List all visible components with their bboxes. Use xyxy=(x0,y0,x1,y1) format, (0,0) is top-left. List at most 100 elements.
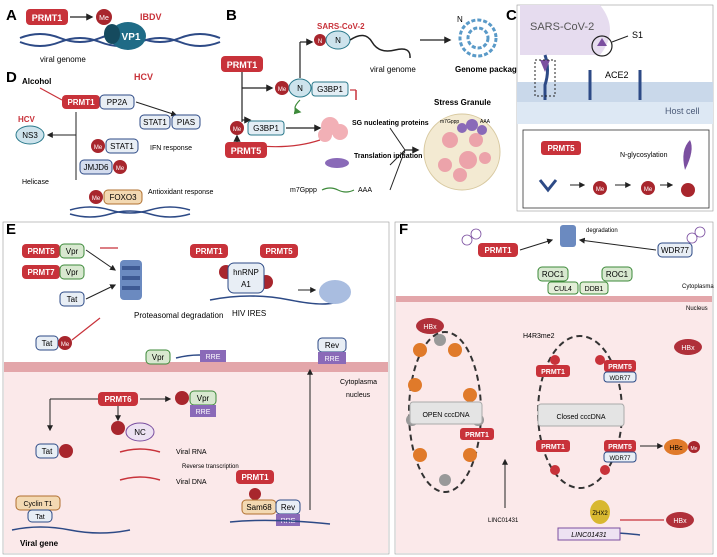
cyclin-label: Cyclin T1 xyxy=(23,501,52,508)
hnrnp-label: hnRNP xyxy=(233,268,259,277)
rre-label: RRE xyxy=(325,356,340,363)
open-cccdna: OPEN cccDNA xyxy=(406,331,484,493)
reverse-label: Reverse transcription xyxy=(182,464,239,470)
prmt1-label: PRMT1 xyxy=(32,13,63,23)
n-glyco-label: N-glycosylation xyxy=(620,152,668,159)
hcv-left-label: HCV xyxy=(18,115,36,124)
h4r-label: H4R3me2 xyxy=(523,333,555,340)
proteasomal-label: Proteasomal degradation xyxy=(134,311,223,320)
panel-b: B SARS-CoV-2 N N viral genome N Genome p… xyxy=(221,7,529,194)
nc-label: NC xyxy=(134,428,146,437)
antioxidant-label: Antioxidant response xyxy=(148,189,213,196)
me-badge: Me xyxy=(233,127,242,133)
vp1-label: VP1 xyxy=(122,32,141,43)
roc1-label: ROC1 xyxy=(542,270,565,279)
n-label: N xyxy=(457,15,463,24)
prmt1-label: PRMT1 xyxy=(227,60,258,70)
wdr77-label: WDR77 xyxy=(661,246,690,255)
me-badge: Me xyxy=(644,187,653,193)
vpr-label: Vpr xyxy=(66,268,79,277)
tat-label: Tat xyxy=(42,339,53,348)
panel-letter: F xyxy=(399,221,408,238)
open-cccdna-label: OPEN cccDNA xyxy=(422,412,469,419)
hbx-label: HBx xyxy=(673,518,687,525)
me-badge: Me xyxy=(691,446,698,452)
zhx2-label: ZHX2 xyxy=(592,511,608,517)
viral-dna-label: Viral DNA xyxy=(176,479,207,486)
genome-packaging-label: Genome packaging xyxy=(455,65,529,74)
vp1-protein xyxy=(110,22,146,50)
tat-label: Tat xyxy=(35,514,44,521)
pias-label: PIAS xyxy=(177,118,195,127)
cul4-label: CUL4 xyxy=(554,286,572,293)
m7g-label: m7Gppp xyxy=(290,187,317,194)
panel-letter: D xyxy=(6,69,17,86)
prmt1-label: PRMT1 xyxy=(541,369,565,376)
prmt5-label: PRMT5 xyxy=(265,247,293,256)
hbc-label: HBc xyxy=(669,445,683,452)
virion xyxy=(520,5,610,55)
nucleus-label: nucleus xyxy=(346,392,371,399)
vpr-label: Vpr xyxy=(197,394,210,403)
sg-m7g: m7Gppp xyxy=(440,119,459,125)
linc-gene-label: LINC01431 xyxy=(571,532,607,539)
prmt1-label: PRMT1 xyxy=(241,473,269,482)
nucleus-label: Nucleus xyxy=(686,306,708,312)
vpr-label: Vpr xyxy=(66,247,79,256)
sars-label: SARS-CoV-2 xyxy=(530,21,594,33)
prmt1-label: PRMT1 xyxy=(484,246,512,255)
g3bp1-label: G3BP1 xyxy=(317,85,343,94)
sam68-label: Sam68 xyxy=(246,503,272,512)
jmjd6-label: JMJD6 xyxy=(84,163,109,172)
methyl-badge xyxy=(96,9,112,25)
nucleus-region xyxy=(396,302,712,553)
vpr-label: Vpr xyxy=(152,353,165,362)
ibdv-label: IBDV xyxy=(140,12,162,22)
stress-granule-title: Stress Granule xyxy=(434,98,491,107)
panel-letter: A xyxy=(6,7,17,24)
me-badge: Me xyxy=(278,87,287,93)
tat-label: Tat xyxy=(42,447,53,456)
prmt1-label: PRMT1 xyxy=(67,98,95,107)
panel-f: F degradation PRMT1 WDR77 ROC1 ROC1 CUL4… xyxy=(394,221,714,555)
stat1-label: STAT1 xyxy=(143,118,167,127)
closed-cccdna: Closed cccDNA xyxy=(537,335,625,489)
translation-factor-icon xyxy=(325,158,349,168)
panel-letter: B xyxy=(226,7,237,24)
aaa-label: AAA xyxy=(358,187,372,194)
alcohol-label: Alcohol xyxy=(22,77,51,86)
proteasome xyxy=(120,260,142,300)
translation-factors-label: Translation initiation factors xyxy=(354,153,448,160)
panel-letter: C xyxy=(506,7,517,24)
prmt1-box xyxy=(26,9,68,25)
hbx-label: HBx xyxy=(423,324,437,331)
panel-c: C SARS-CoV-2 S1 ACE2 Host cell PRMT5 N-g… xyxy=(506,4,714,212)
me-badge: Me xyxy=(116,166,125,172)
helicase-label: Helicase xyxy=(22,179,49,186)
rre-label: RRE xyxy=(206,354,221,361)
hbx-label: HBx xyxy=(681,345,695,352)
panel-e: E PRMT5 Vpr PRMT7 Vpr Tat Proteasomal de… xyxy=(2,221,390,555)
prmt1-label: PRMT1 xyxy=(541,444,565,451)
sg-aaa: AAA xyxy=(480,119,491,125)
sars-label: SARS-CoV-2 xyxy=(317,22,365,31)
degraded-protein xyxy=(560,225,576,247)
a1-label: A1 xyxy=(241,280,251,289)
stat1-label: STAT1 xyxy=(110,142,134,151)
ddb1-label: DDB1 xyxy=(585,286,604,293)
panel-letter: E xyxy=(6,221,16,238)
host-cell-label: Host cell xyxy=(665,106,700,116)
rev-label: Rev xyxy=(325,341,339,350)
sg-nucleating-label: SG nucleating proteins xyxy=(352,120,429,127)
roc1-label: ROC1 xyxy=(606,270,629,279)
prmt1-label: PRMT1 xyxy=(465,432,489,439)
me-badge: N xyxy=(318,39,322,45)
n-protein-label: N xyxy=(335,36,341,45)
tat-label: Tat xyxy=(67,295,78,304)
prmt6-label: PRMT6 xyxy=(104,395,132,404)
me-badge: Me xyxy=(94,145,103,151)
me-badge: Me xyxy=(92,196,101,202)
prmt7-label: PRMT7 xyxy=(27,268,55,277)
panel-a: A PRMT1 Me IBDV VP1 viral genome xyxy=(6,7,221,64)
